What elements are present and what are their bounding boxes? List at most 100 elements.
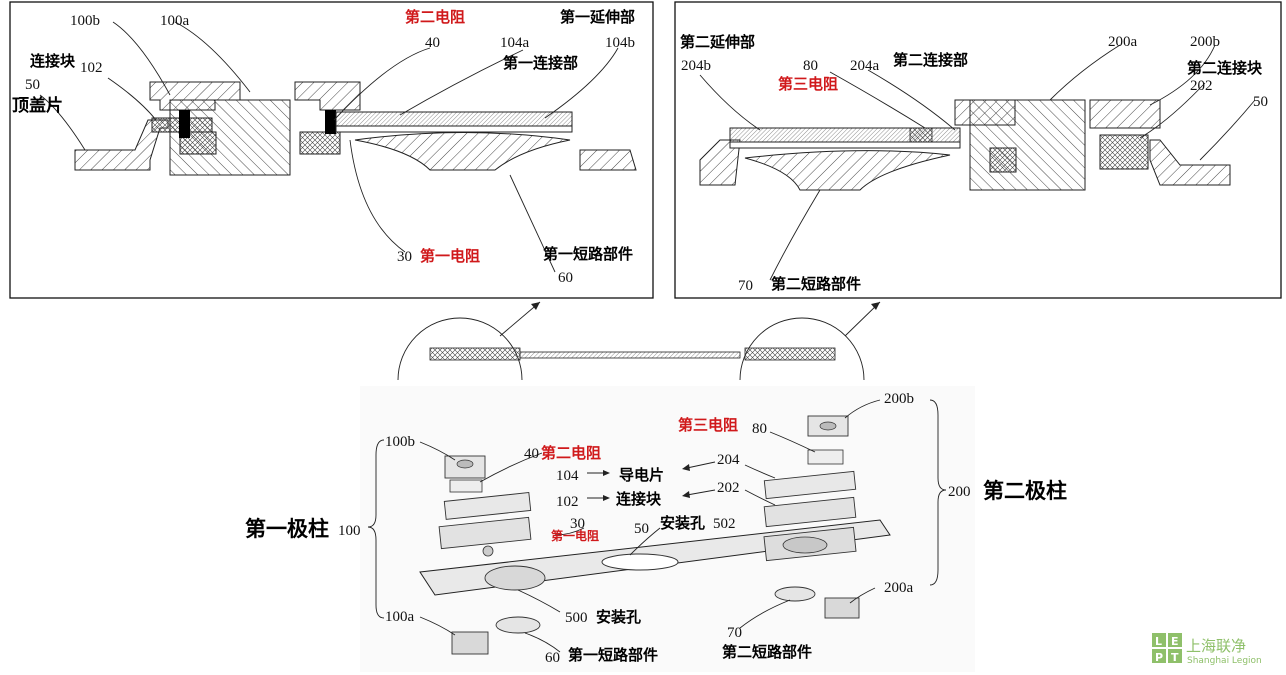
label-third-resistor: 第三电阻 [778, 75, 838, 93]
label-second-short: 第二短路部件 [771, 275, 861, 293]
label-100a: 100a [160, 13, 190, 29]
label-100b: 100b [70, 13, 100, 29]
ex-label-502: 502 [713, 516, 736, 532]
pole-cap-200b [1089, 99, 1161, 129]
ex-label-102: 102 [556, 494, 579, 510]
label-50-right: 50 [1253, 94, 1268, 110]
part-202 [763, 496, 857, 528]
label-104a: 104a [500, 35, 530, 51]
label-second-resistor: 第二电阻 [405, 8, 465, 26]
seal-right [299, 131, 341, 155]
part-104 [443, 492, 532, 520]
label-first-short: 第一短路部件 [543, 245, 633, 263]
exploded-view: 100b 40 第二电阻 104 导电片 102 连接块 30 第一电阻 50 … [245, 386, 1067, 672]
overview-strip [519, 351, 741, 359]
seal-200-left [989, 147, 1017, 173]
left-section-panel: 100b 100a 连接块 102 50 顶盖片 第二电阻 40 第一延伸部 1… [9, 1, 654, 299]
logo-letter-e: E [1171, 635, 1179, 648]
ex-label-200a: 200a [884, 580, 914, 596]
part-30 [482, 545, 494, 557]
first-extension-104b [335, 111, 573, 127]
part-204 [763, 470, 857, 500]
arrow-left-to-panel [499, 301, 541, 337]
logo-letter-t: T [1171, 651, 1179, 664]
overview-right-pole [744, 347, 836, 361]
part-102 [438, 516, 532, 550]
ex-label-connect-block: 连接块 [616, 490, 662, 508]
install-hole-500 [484, 565, 546, 591]
ex-label-third-resistor: 第三电阻 [678, 416, 738, 434]
label-202: 202 [1190, 78, 1213, 94]
ex-label-100b: 100b [385, 434, 415, 450]
ex-label-100: 100 [338, 523, 361, 539]
logo-name: 上海联净 [1186, 637, 1246, 655]
label-70: 70 [738, 278, 753, 294]
ex-label-first-short: 第一短路部件 [568, 646, 658, 664]
pole-cap-200-left [954, 99, 1016, 126]
label-204a: 204a [850, 58, 880, 74]
ex-label-204: 204 [717, 452, 740, 468]
top-cover-plate-right [1149, 139, 1231, 186]
label-204b: 204b [681, 58, 711, 74]
pole-cap-right [294, 81, 361, 111]
label-second-extension: 第二延伸部 [680, 33, 755, 51]
second-resistor-bar-right [325, 110, 336, 134]
brace-first-pole [367, 439, 385, 619]
ex-label-40: 40 [524, 446, 539, 462]
ex-label-first-pole: 第一极柱 [245, 517, 329, 541]
part-60 [495, 616, 541, 634]
ex-label-conductive-sheet: 导电片 [619, 466, 664, 484]
overview-section [397, 301, 881, 381]
ex-label-second-resistor: 第二电阻 [541, 444, 601, 462]
logo-letter-l: L [1155, 635, 1162, 648]
label-104b: 104b [605, 35, 635, 51]
ex-label-200b: 200b [884, 391, 914, 407]
label-60: 60 [558, 270, 573, 286]
ex-label-30: 30 [570, 516, 585, 532]
second-connection-204a [729, 141, 961, 149]
label-102: 102 [80, 60, 103, 76]
part-70 [774, 586, 816, 602]
second-connect-block-202 [1099, 134, 1149, 170]
right-cover-edge [699, 139, 741, 186]
label-top-cover: 顶盖片 [12, 95, 63, 116]
left-panel-frame [9, 1, 654, 299]
part-200a [824, 597, 860, 619]
right-section-panel: 第二延伸部 204b 80 第三电阻 204a 第二连接部 200a 200b … [674, 1, 1282, 299]
second-resistor-bar-left [179, 110, 190, 138]
label-80: 80 [803, 58, 818, 74]
ex-label-first-resistor: 第一电阻 [551, 528, 599, 543]
part-40 [449, 479, 483, 493]
ex-label-60: 60 [545, 650, 560, 666]
label-first-extension: 第一延伸部 [560, 8, 635, 26]
label-first-resistor: 第一电阻 [420, 247, 480, 265]
overview-left-pole [429, 347, 521, 361]
top-cover-plate-right-edge [579, 149, 637, 171]
lept-logo: L E P T 上海联净 Shanghai Legion [1152, 633, 1262, 666]
ex-label-second-pole: 第二极柱 [983, 479, 1067, 503]
part-100a [451, 631, 489, 655]
ex-label-second-short: 第二短路部件 [722, 643, 812, 661]
slot-hole [601, 553, 679, 571]
ex-label-104: 104 [556, 468, 579, 484]
ex-label-200: 200 [948, 484, 971, 500]
logo-english: Shanghai Legion [1187, 656, 1262, 666]
label-30: 30 [397, 249, 412, 265]
brace-second-pole [929, 399, 947, 586]
ex-label-50: 50 [634, 521, 649, 537]
label-200a: 200a [1108, 34, 1138, 50]
second-short-circuit-part-70 [744, 150, 951, 191]
label-50: 50 [25, 77, 40, 93]
label-second-connection: 第二连接部 [893, 51, 968, 69]
ex-label-80: 80 [752, 421, 767, 437]
label-second-connect-block: 第二连接块 [1187, 59, 1263, 77]
label-connect-block: 连接块 [30, 52, 76, 70]
first-short-circuit-part-60 [354, 132, 571, 171]
logo-letter-p: P [1155, 651, 1163, 664]
part-80 [807, 449, 844, 465]
label-first-connection: 第一连接部 [503, 54, 578, 72]
ex-label-202: 202 [717, 480, 740, 496]
right-panel-frame [674, 1, 1282, 299]
ex-label-install-hole: 安装孔 [596, 608, 641, 626]
ex-label-100a: 100a [385, 609, 415, 625]
